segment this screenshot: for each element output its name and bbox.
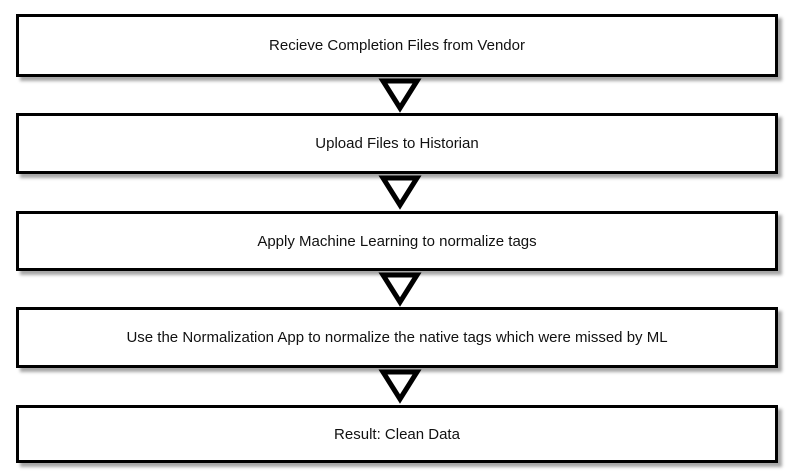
step-box-normalization-app: Use the Normalization App to normalize t…: [16, 307, 778, 368]
down-arrow-icon: [378, 369, 422, 404]
down-arrow-icon: [378, 78, 422, 113]
step-label: Upload Files to Historian: [315, 135, 479, 152]
step-box-upload-files: Upload Files to Historian: [16, 113, 778, 174]
down-arrow-icon: [378, 175, 422, 210]
step-label: Result: Clean Data: [334, 425, 460, 443]
step-label: Use the Normalization App to normalize t…: [126, 329, 668, 346]
step-label: Apply Machine Learning to normalize tags: [257, 232, 537, 250]
step-box-receive-files: Recieve Completion Files from Vendor: [16, 14, 778, 77]
step-box-apply-ml: Apply Machine Learning to normalize tags: [16, 211, 778, 271]
down-arrow-icon: [378, 272, 422, 307]
step-box-result: Result: Clean Data: [16, 405, 778, 463]
step-label: Recieve Completion Files from Vendor: [269, 37, 525, 54]
